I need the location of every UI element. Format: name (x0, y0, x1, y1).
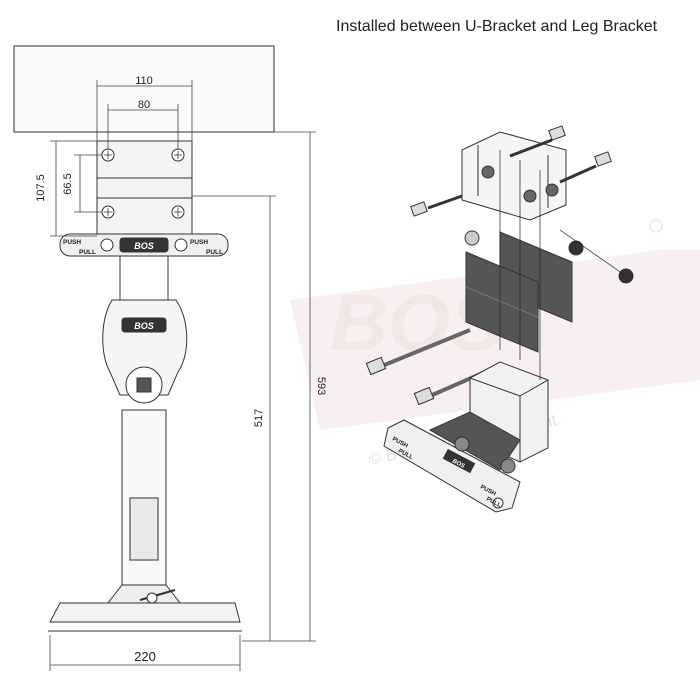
dimension-lines (49, 80, 316, 671)
foot-neck (106, 584, 182, 604)
foot-pad (49, 602, 241, 623)
long-bolts (365, 328, 495, 406)
washer (464, 230, 480, 246)
elevation-drawing (13, 45, 275, 632)
nut (568, 240, 584, 256)
bolt-head (410, 201, 428, 217)
dim-110-label: 110 (135, 75, 153, 87)
pull-label-right: PULL (206, 249, 223, 256)
push-pull-knob-right (174, 238, 188, 252)
dim-220-label: 220 (134, 649, 156, 664)
dim-80-label: 80 (138, 99, 150, 111)
plate-labels: PUSH PULL PUSH PULL BOS BOS (63, 239, 223, 331)
brand-badge (119, 237, 169, 253)
push-label-left: PUSH (63, 239, 81, 246)
push-pull-knob-left (100, 238, 114, 252)
bolt-head (594, 151, 612, 167)
u-bracket (461, 131, 567, 221)
bolt-holes (101, 148, 185, 219)
dim-517-label: 517 (253, 409, 265, 427)
dimension-labels: 110 80 107.5 66.5 593 517 220 (35, 75, 327, 664)
top-bolts (410, 125, 612, 246)
bolt-shaft (509, 138, 553, 158)
assembly-guide-lines (499, 150, 627, 380)
base-push-pull-plate (383, 411, 521, 513)
crank-handle (139, 589, 176, 601)
long-bolt-head (413, 386, 435, 406)
bolt-shaft (427, 194, 463, 210)
u-bracket-nut (481, 165, 495, 179)
registered-icon (649, 219, 663, 233)
pivot-brand-badge (121, 317, 167, 333)
pivot-brand-label: BOS (134, 321, 154, 331)
u-bracket-nut (545, 183, 559, 197)
top-beam (13, 45, 275, 133)
plate-brand-label: BOS (134, 241, 154, 251)
bolt-head (548, 125, 566, 141)
pull-label-left: PULL (79, 249, 96, 256)
dim-1075-label: 107.5 (35, 174, 47, 202)
dim-665-label: 66.5 (62, 173, 74, 194)
crank-socket-square (136, 377, 152, 393)
exploded-brand-label: BOS (451, 458, 465, 469)
dim-593-label: 593 (315, 377, 327, 395)
leg-window (129, 497, 159, 561)
u-bracket-nut (523, 189, 537, 203)
bolt-shaft (559, 164, 597, 184)
diagram-caption: Installed between U-Bracket and Leg Brac… (336, 18, 658, 35)
push-label-right: PUSH (190, 239, 208, 246)
long-bolt-head (365, 356, 387, 376)
